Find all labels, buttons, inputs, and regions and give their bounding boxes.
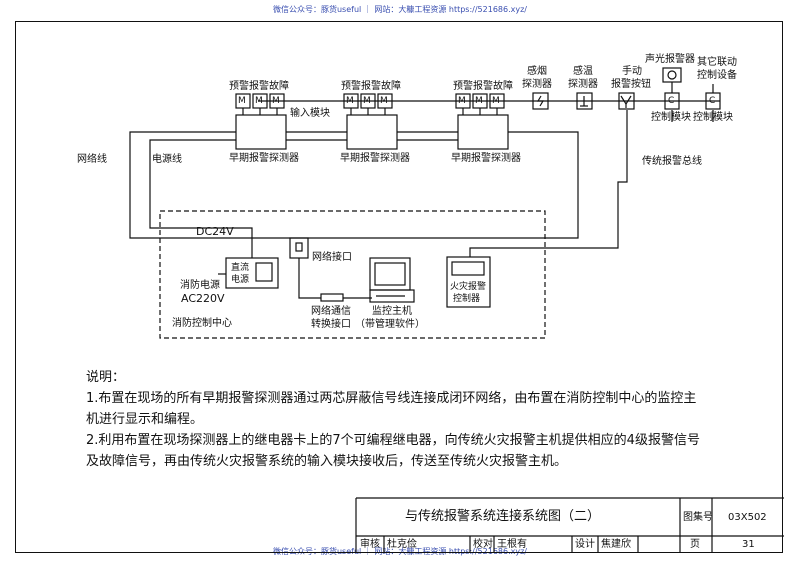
- control-center-label: 消防控制中心: [172, 318, 232, 329]
- sound-light-label: 声光报警器: [645, 54, 695, 65]
- heat-detector-box: [576, 92, 593, 110]
- drawing-frame: [15, 21, 783, 553]
- checker-name: 王根有: [497, 539, 527, 550]
- smoke-label-1: 感烟: [527, 66, 547, 77]
- fire-power-label-2: AC220V: [181, 292, 225, 305]
- m-3c: M: [492, 96, 500, 106]
- input-module-label: 输入模块: [290, 108, 330, 119]
- other-linkage-label-2: 控制设备: [697, 70, 737, 81]
- atlas-no: 03X502: [728, 512, 767, 523]
- pre-alarm-label-2: 预警报警故障: [341, 81, 401, 92]
- manual-label-2: 报警按钮: [611, 79, 651, 90]
- control-module-label-1: 控制模块: [651, 112, 691, 123]
- notes: 说明： 1.布置在现场的所有早期报警探测器通过两芯屏蔽信号线连接成闭环网络，由布…: [86, 367, 706, 472]
- converter-label-2: 转换接口: [311, 319, 351, 330]
- page-no: 31: [742, 539, 755, 550]
- m-2b: M: [363, 96, 371, 106]
- dc-power-label-2: 电源: [231, 275, 250, 285]
- m-3a: M: [458, 96, 466, 106]
- early-detector-label-1: 早期报警探测器: [229, 153, 299, 164]
- m-1a: M: [238, 96, 246, 106]
- pre-alarm-label-1: 预警报警故障: [229, 81, 289, 92]
- converter-label-1: 网络通信: [311, 306, 351, 317]
- early-detector-2: [346, 114, 398, 150]
- fire-controller-label-1: 火灾报警: [450, 282, 487, 292]
- sound-light-alarm-box: [662, 67, 682, 83]
- watermark-bottom: 微信公众号：豚货useful ｜ 网站：大糠工程资源 https://52168…: [272, 547, 528, 556]
- early-detector-label-3: 早期报警探测器: [451, 153, 521, 164]
- watermark-top: 微信公众号：豚货useful ｜ 网站：大糠工程资源 https://52168…: [272, 5, 528, 14]
- dc-power-label-1: 直流: [231, 263, 250, 273]
- manual-button-box: [618, 92, 635, 110]
- atlas-label: 图集号: [683, 512, 713, 523]
- c-letter-2: C: [709, 96, 716, 106]
- design-label: 设计: [575, 539, 595, 550]
- monitor-label-1: 监控主机: [372, 306, 412, 317]
- m-1c: M: [272, 96, 280, 106]
- m-3b: M: [475, 96, 483, 106]
- m-2c: M: [380, 96, 388, 106]
- dc24v-label: DC24V: [196, 225, 234, 238]
- designer-name: 焦建欣: [601, 539, 631, 550]
- heat-label-1: 感温: [573, 66, 593, 77]
- early-detector-label-2: 早期报警探测器: [340, 153, 410, 164]
- review-label: 审核: [360, 539, 380, 550]
- c-letter-1: C: [668, 96, 675, 106]
- check-label: 校对: [473, 539, 493, 550]
- control-center-area: [159, 210, 546, 339]
- note-item-2: 2.利用布置在现场探测器上的继电器卡上的7个可编程继电器，向传统火灾报警主机提供…: [86, 433, 700, 469]
- power-line-label: 电源线: [152, 154, 182, 165]
- notes-title: 说明：: [86, 370, 126, 385]
- reviewer-name: 杜克俭: [387, 539, 417, 550]
- manual-label-1: 手动: [622, 66, 642, 77]
- other-linkage-label-1: 其它联动: [697, 57, 737, 68]
- network-port-box: [289, 237, 309, 259]
- early-detector-1: [235, 114, 287, 150]
- fire-controller-box: [446, 256, 491, 308]
- network-port-label: 网络接口: [312, 252, 352, 263]
- fire-controller-label-2: 控制器: [453, 294, 481, 304]
- control-module-label-2: 控制模块: [693, 112, 733, 123]
- pre-alarm-label-3: 预警报警故障: [453, 81, 513, 92]
- smoke-label-2: 探测器: [522, 79, 552, 90]
- monitor-label-2: （带管理软件）: [355, 319, 425, 330]
- drawing-title: 与传统报警系统连接系统图（二）: [405, 509, 601, 524]
- network-line-label: 网络线: [77, 154, 107, 165]
- converter-box: [320, 293, 344, 302]
- fire-power-label-1: 消防电源: [180, 280, 220, 291]
- dc-power-box: [225, 257, 279, 289]
- smoke-detector-box: [532, 92, 549, 110]
- early-detector-3: [457, 114, 509, 150]
- note-item-1: 1.布置在现场的所有早期报警探测器通过两芯屏蔽信号线连接成闭环网络，由布置在消防…: [86, 391, 697, 427]
- heat-label-2: 探测器: [568, 79, 598, 90]
- page-label: 页: [690, 539, 700, 550]
- m-1b: M: [255, 96, 263, 106]
- traditional-bus-label: 传统报警总线: [642, 156, 702, 167]
- m-2a: M: [346, 96, 354, 106]
